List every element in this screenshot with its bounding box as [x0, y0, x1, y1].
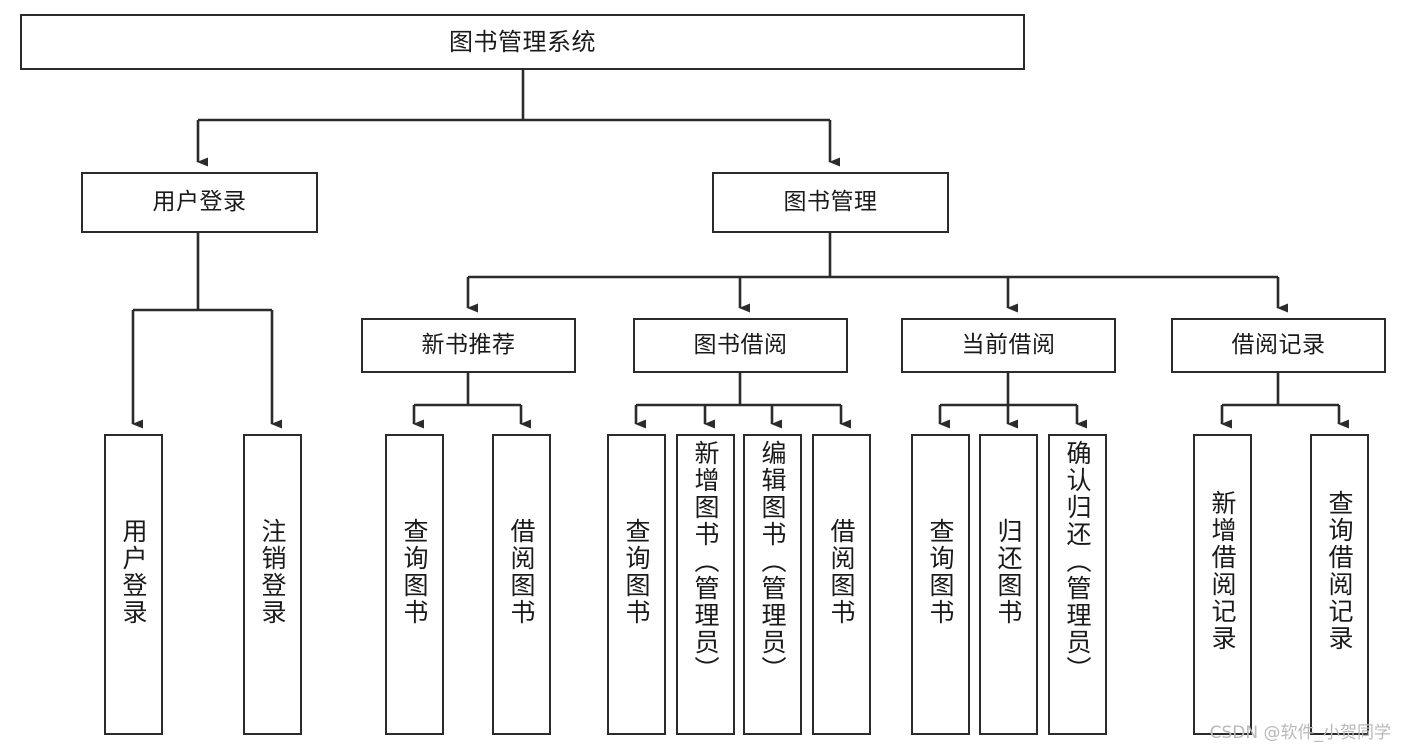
node-label: 图书管理: [783, 188, 878, 215]
node-new-book-recommend[interactable]: 新书推荐: [361, 318, 576, 373]
node-leaf-logout-login[interactable]: 注销登录: [243, 434, 302, 735]
node-label: 编辑图书（管理员）: [758, 440, 787, 683]
node-label: 借阅图书: [507, 518, 536, 626]
node-book-management[interactable]: 图书管理: [712, 172, 949, 233]
node-leaf-confirm-return-admin[interactable]: 确认归还（管理员）: [1048, 434, 1107, 735]
node-label: 归还图书: [994, 518, 1023, 626]
node-label: 新增借阅记录: [1208, 490, 1237, 652]
node-label: 用户登录: [152, 188, 247, 215]
node-label: 确认归还（管理员）: [1063, 440, 1092, 683]
node-label: 新书推荐: [421, 331, 516, 358]
node-user-login[interactable]: 用户登录: [81, 172, 318, 233]
node-leaf-return-book[interactable]: 归还图书: [979, 434, 1038, 735]
node-leaf-borrow-book-recommend[interactable]: 借阅图书: [492, 434, 551, 735]
node-label: 查询图书: [622, 518, 651, 626]
node-label: 用户登录: [119, 518, 148, 626]
node-leaf-add-borrow-record[interactable]: 新增借阅记录: [1193, 434, 1252, 735]
node-label: 查询图书: [400, 518, 429, 626]
node-current-borrow[interactable]: 当前借阅: [901, 318, 1116, 373]
node-leaf-query-book-recommend[interactable]: 查询图书: [385, 434, 444, 735]
node-leaf-edit-book-admin[interactable]: 编辑图书（管理员）: [743, 434, 802, 735]
node-label: 当前借阅: [961, 331, 1056, 358]
node-label: 图书管理系统: [449, 27, 596, 56]
node-leaf-query-borrow-record[interactable]: 查询借阅记录: [1310, 434, 1369, 735]
node-label: 查询图书: [926, 518, 955, 626]
node-label: 图书借阅: [693, 331, 788, 358]
node-label: 查询借阅记录: [1325, 490, 1354, 652]
node-root-book-management-system[interactable]: 图书管理系统: [20, 14, 1025, 70]
node-leaf-add-book-admin[interactable]: 新增图书（管理员）: [676, 434, 735, 735]
node-borrow-record[interactable]: 借阅记录: [1171, 318, 1386, 373]
node-leaf-query-book-current[interactable]: 查询图书: [911, 434, 970, 735]
node-label: 借阅图书: [827, 518, 856, 626]
node-book-borrow[interactable]: 图书借阅: [633, 318, 848, 373]
node-label: 注销登录: [258, 518, 287, 626]
node-leaf-query-book-borrow[interactable]: 查询图书: [607, 434, 666, 735]
node-leaf-borrow-book[interactable]: 借阅图书: [812, 434, 871, 735]
node-label: 新增图书（管理员）: [691, 440, 720, 683]
node-leaf-user-login[interactable]: 用户登录: [104, 434, 163, 735]
node-label: 借阅记录: [1231, 331, 1326, 358]
